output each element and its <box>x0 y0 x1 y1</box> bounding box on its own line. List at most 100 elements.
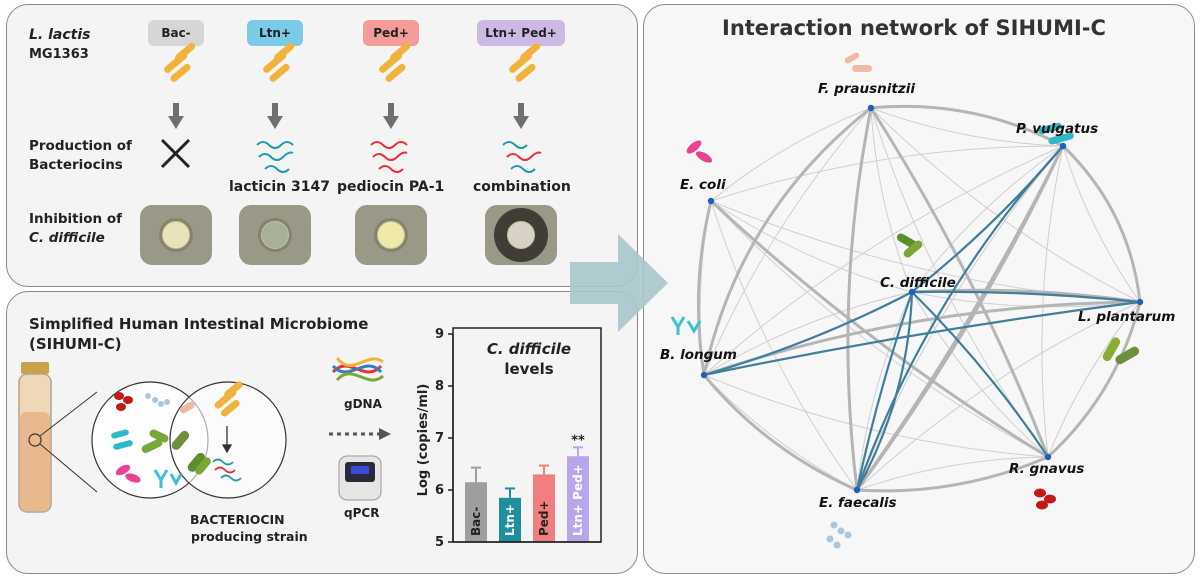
network-edge-weak <box>710 200 913 293</box>
strain-label-line2: producing strain <box>191 529 308 544</box>
network-edge-weak <box>911 291 1049 458</box>
panel-bacteriocin-production: L. lactis MG1363 Bac- Ltn+ Ped+ Ltn+ Ped… <box>6 4 638 287</box>
panel-transition-arrow <box>570 234 668 332</box>
chart-title-line1: C. difficile <box>487 340 571 358</box>
network-edge-strong <box>846 107 873 491</box>
network-edge-cdifficile <box>855 145 1064 491</box>
transition-arrow-shape <box>570 234 668 332</box>
bacteriocin-label-combination: combination <box>473 179 571 195</box>
bacteriocin-label-lacticin: lacticin 3147 <box>229 179 330 195</box>
dna-icon <box>331 356 384 382</box>
network-edge-strong <box>709 199 1049 459</box>
network-edge-weak <box>1047 301 1141 458</box>
lactococcus-icon <box>509 42 541 82</box>
lactococcus-icons <box>164 42 541 82</box>
network-node <box>1044 453 1052 461</box>
network-edge-weak <box>703 301 1141 376</box>
down-arrows <box>168 103 529 129</box>
chart-title-line2: levels <box>504 360 553 378</box>
panel-b-graphics <box>18 356 391 513</box>
chart-y-tick-label: 7 <box>435 431 444 446</box>
network-edge-strong <box>1046 301 1142 459</box>
chart-category-label: Ped+ <box>537 500 551 536</box>
sihumi-title-line2: (SIHUMI-C) <box>29 335 122 353</box>
network-nodes <box>700 104 1144 494</box>
network-edge-cdifficile <box>703 291 913 377</box>
chart-category-label: Ltn+ Ped+ <box>571 464 585 536</box>
chart-bars: Bac- Ltn+ Ped+ Ltn+ Ped+ ** <box>465 433 589 542</box>
network-edge-cdifficile <box>911 145 1064 293</box>
network-node <box>707 197 715 205</box>
network-edge-weak <box>856 301 1141 491</box>
network-edge-weak <box>710 145 1064 202</box>
network-edge-weak <box>710 107 872 202</box>
chart-category-label: Ltn+ <box>503 504 517 536</box>
network-edge-strong <box>702 374 858 492</box>
network-edge-weak <box>703 291 913 376</box>
network-edge-strong <box>696 200 713 376</box>
dotted-arrow <box>329 428 391 440</box>
network-microbe-icons <box>670 52 1140 549</box>
chart-bar <box>567 456 589 542</box>
network-edge-weak <box>703 145 1064 376</box>
gdna-label: gDNA <box>344 397 382 411</box>
culture-tube-icon <box>18 362 98 513</box>
production-label-line1: Production of <box>29 138 132 154</box>
chart-frame <box>452 327 602 543</box>
node-label-b-longum: B. longum <box>660 347 737 363</box>
strain-label-line1: BACTERIOCIN <box>190 512 285 527</box>
network-edge-weak <box>870 107 913 293</box>
network-edge-strong <box>702 106 872 376</box>
panel-a-graphics <box>160 42 542 173</box>
network-edge-weak <box>870 107 1141 303</box>
network-node <box>1136 298 1144 306</box>
bacteriocin-label-pediocin: pediocin PA-1 <box>337 179 445 195</box>
node-label-l-plantarum: L. plantarum <box>1078 309 1176 325</box>
organism-strain: MG1363 <box>29 47 89 62</box>
agar-plate-bac-minus <box>140 205 212 265</box>
strain-tag-ped-plus: Ped+ <box>363 20 419 46</box>
producer-lactococcus-icon <box>214 381 243 417</box>
agar-plate-ltn-plus <box>239 205 311 265</box>
network-edge-cdifficile <box>703 300 1141 377</box>
network-cdifficile-edges <box>703 145 1141 491</box>
network-edge-weak <box>1062 145 1141 303</box>
network-edge-weak <box>703 374 1049 458</box>
chart-bar <box>465 482 487 542</box>
cdifficile-levels-bar-chart: 5 6 7 8 9 Bac- Ltn+ Ped+ Ltn+ Ped+ ** C. diffici… <box>416 327 602 550</box>
interaction-network-graph <box>670 52 1144 549</box>
network-edge-weak <box>911 145 1064 293</box>
network-edge-weak <box>856 145 1064 491</box>
network-edge-strong <box>855 145 1065 491</box>
chart-y-tick-label: 9 <box>435 327 444 342</box>
node-label-f-prausnitzii: F. prausnitzii <box>818 81 915 97</box>
network-edge-weak <box>710 200 858 491</box>
node-label-r-gnavus: R. gnavus <box>1009 461 1085 477</box>
network-edge-strong <box>869 107 1050 458</box>
network-edge-weak <box>870 107 1064 147</box>
network-edge-weak <box>856 291 913 491</box>
organism-name: L. lactis <box>29 27 91 43</box>
network-node <box>867 104 875 112</box>
producer-peptides-icon <box>212 458 242 482</box>
chart-y-tick-label: 5 <box>435 535 444 550</box>
sihumi-title-line1: Simplified Human Intestinal Microbiome <box>29 315 369 333</box>
strain-tag-ltn-ped-plus: Ltn+ Ped+ <box>477 20 565 46</box>
inhibition-label-line1: Inhibition of <box>29 211 122 227</box>
chart-significance-annotation: ** <box>571 433 585 448</box>
qpcr-machine-icon <box>338 455 382 501</box>
chart-y-tick-label: 8 <box>435 379 444 394</box>
chart-y-tick-label: 6 <box>435 483 444 498</box>
production-label-line2: Bacteriocins <box>29 157 123 173</box>
lactococcus-icon <box>263 42 295 82</box>
chart-category-label: Bac- <box>469 507 483 536</box>
lactococcus-icon <box>164 42 196 82</box>
chart-bar <box>533 474 555 542</box>
inhibition-label-line2: C. difficile <box>29 230 105 246</box>
qpcr-label: qPCR <box>344 506 380 520</box>
network-node <box>908 288 916 296</box>
lactococcus-icon <box>379 42 411 82</box>
network-edge-strong <box>703 300 1141 377</box>
agar-plate-ped-plus <box>355 205 427 265</box>
node-label-e-coli: E. coli <box>680 177 726 193</box>
